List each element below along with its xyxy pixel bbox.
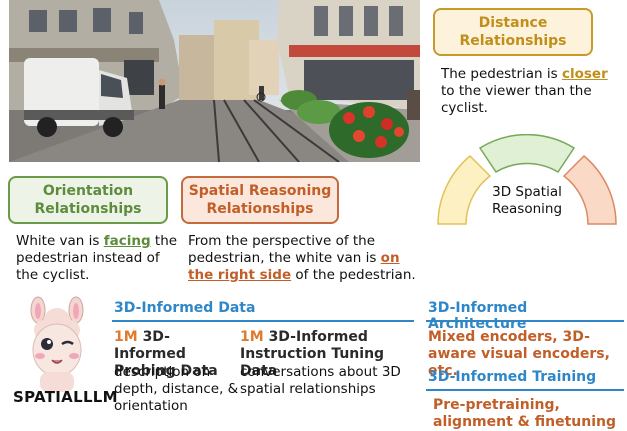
gauge-segment-right <box>562 154 617 225</box>
spatial-text-before: From the perspective of the pedestrian, … <box>188 233 381 266</box>
llama-mascot-icon <box>30 296 84 392</box>
spatial-reasoning-relationships-box: Spatial Reasoning Relationships <box>181 176 339 224</box>
probing-data-description: description on depth, distance, & orient… <box>114 364 239 414</box>
probing-data-title: 1M 3D-Informed Probing Data <box>114 329 239 380</box>
probing-count: 1M <box>114 329 138 345</box>
orientation-text-before: White van is <box>16 233 104 249</box>
orientation-description: White van is facing the pedestrian inste… <box>16 233 181 284</box>
architecture-section-divider <box>426 320 624 322</box>
instruction-data-description: conversations about 3D spatial relations… <box>240 364 401 397</box>
architecture-description: Mixed encoders, 3D-aware visual encoders… <box>428 329 610 379</box>
distance-text-after: to the viewer than the cyclist. <box>441 83 592 116</box>
probing-title-text: 3D-Informed Probing Data <box>114 329 218 379</box>
instruction-count: 1M <box>240 329 264 345</box>
training-description: Pre-pretraining, alignment & finetuning <box>433 397 616 430</box>
street-scene-photo <box>9 0 420 162</box>
gauge-segment-middle <box>478 134 576 174</box>
spatial-text-after: of the pedestrian. <box>291 267 416 283</box>
spatial-reasoning-description: From the perspective of the pedestrian, … <box>188 233 420 284</box>
spatial-reasoning-gauge <box>437 134 617 225</box>
orientation-text-after: the pedestrian instead of the cyclist. <box>16 233 178 283</box>
orientation-highlight: facing <box>103 233 151 249</box>
spatialllm-wordmark: SPATIALLLM <box>13 388 118 406</box>
distance-description: The pedestrian is closer to the viewer t… <box>441 66 621 117</box>
instruction-data-title: 1M 3D-Informed Instruction Tuning Data <box>240 329 420 380</box>
distance-text-before: The pedestrian is <box>441 66 562 82</box>
gauge-label: 3D Spatial Reasoning <box>491 184 563 217</box>
distance-relationships-box: Distance Relationships <box>433 8 593 56</box>
distance-relationships-title: Distance Relationships <box>459 15 567 49</box>
training-section-divider <box>426 389 624 391</box>
gauge-segment-left <box>437 154 492 225</box>
instruction-title-text: 3D-Informed Instruction Tuning Data <box>240 329 385 379</box>
spatial-highlight: on the right side <box>188 250 400 283</box>
orientation-relationships-box: Orientation Relationships <box>8 176 168 224</box>
spatial-reasoning-relationships-title: Spatial Reasoning Relationships <box>188 183 332 217</box>
data-section-divider <box>112 320 414 322</box>
orientation-relationships-title: Orientation Relationships <box>34 183 142 217</box>
data-section-header: 3D-Informed Data <box>114 300 256 316</box>
architecture-section-header: 3D-Informed Architecture <box>428 300 528 332</box>
distance-highlight: closer <box>561 66 608 82</box>
training-section-header: 3D-Informed Training <box>428 369 597 385</box>
